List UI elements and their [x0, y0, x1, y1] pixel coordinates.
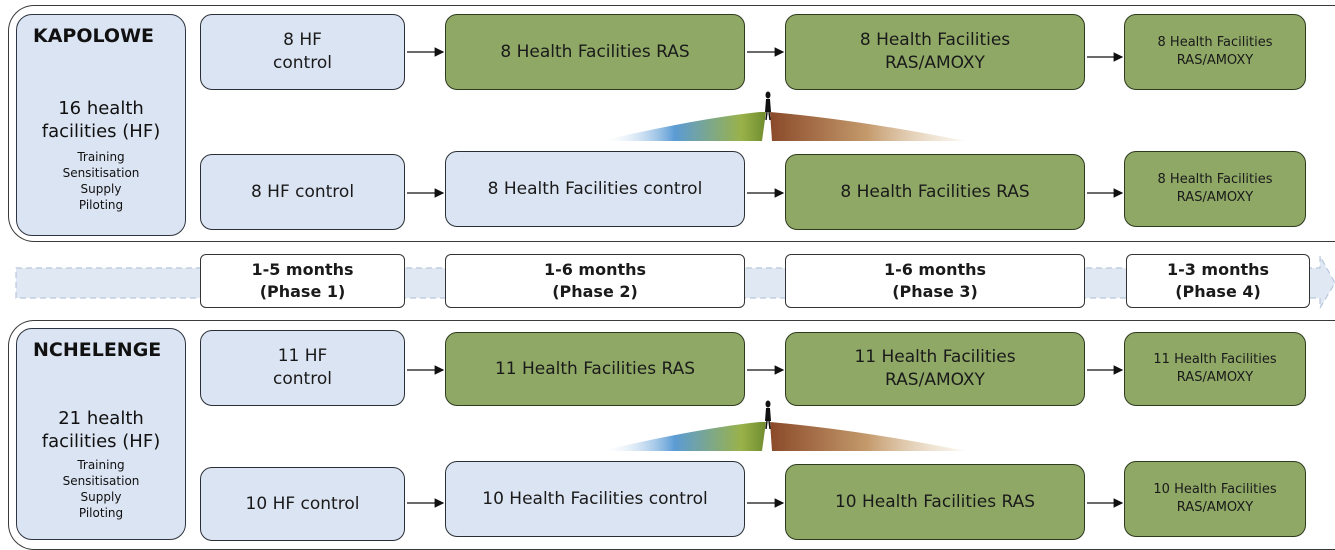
phase-1-label: 1-5 months (Phase 1): [200, 254, 405, 308]
phase-4-label: 1-3 months (Phase 4): [1126, 254, 1310, 308]
nchelenge-row2-phase3-box: 10 Health Facilities RAS: [785, 464, 1085, 540]
hf-count: 16 health facilities (HF): [41, 98, 161, 142]
kapolowe-row2-control-box: 8 HF control: [200, 154, 405, 230]
activity-list: Training Sensitisation Supply Piloting: [17, 457, 185, 521]
activity-piloting: Piloting: [78, 198, 124, 212]
activity-supply: Supply: [80, 182, 122, 196]
nchelenge-row2-control-box: 10 HF control: [200, 467, 405, 541]
activity-training: Training: [77, 150, 125, 164]
nchelenge-row2-phase2-box: 10 Health Facilities control: [445, 461, 745, 537]
phase-2-label: 1-6 months (Phase 2): [445, 254, 745, 308]
region-name: NCHELENGE: [33, 339, 162, 361]
activity-supply: Supply: [80, 490, 122, 504]
kapolowe-row1-phase2-box: 8 Health Facilities RAS: [445, 14, 745, 90]
activity-sensitisation: Sensitisation: [62, 474, 140, 488]
activity-sensitisation: Sensitisation: [62, 166, 140, 180]
nchelenge-info-panel: NCHELENGE 21 health facilities (HF) Trai…: [16, 328, 186, 540]
kapolowe-row2-phase3-box: 8 Health Facilities RAS: [785, 154, 1085, 230]
activity-piloting: Piloting: [78, 506, 124, 520]
nchelenge-row1-phase2-box: 11 Health Facilities RAS: [445, 332, 745, 406]
activity-training: Training: [77, 458, 125, 472]
kapolowe-row2-phase2-box: 8 Health Facilities control: [445, 151, 745, 227]
phase-3-label: 1-6 months (Phase 3): [785, 254, 1085, 308]
region-name: KAPOLOWE: [33, 25, 155, 47]
activity-list: Training Sensitisation Supply Piloting: [17, 149, 185, 213]
kapolowe-info-panel: KAPOLOWE 16 health facilities (HF) Train…: [16, 14, 186, 236]
hf-count: 21 health facilities (HF): [41, 408, 161, 452]
